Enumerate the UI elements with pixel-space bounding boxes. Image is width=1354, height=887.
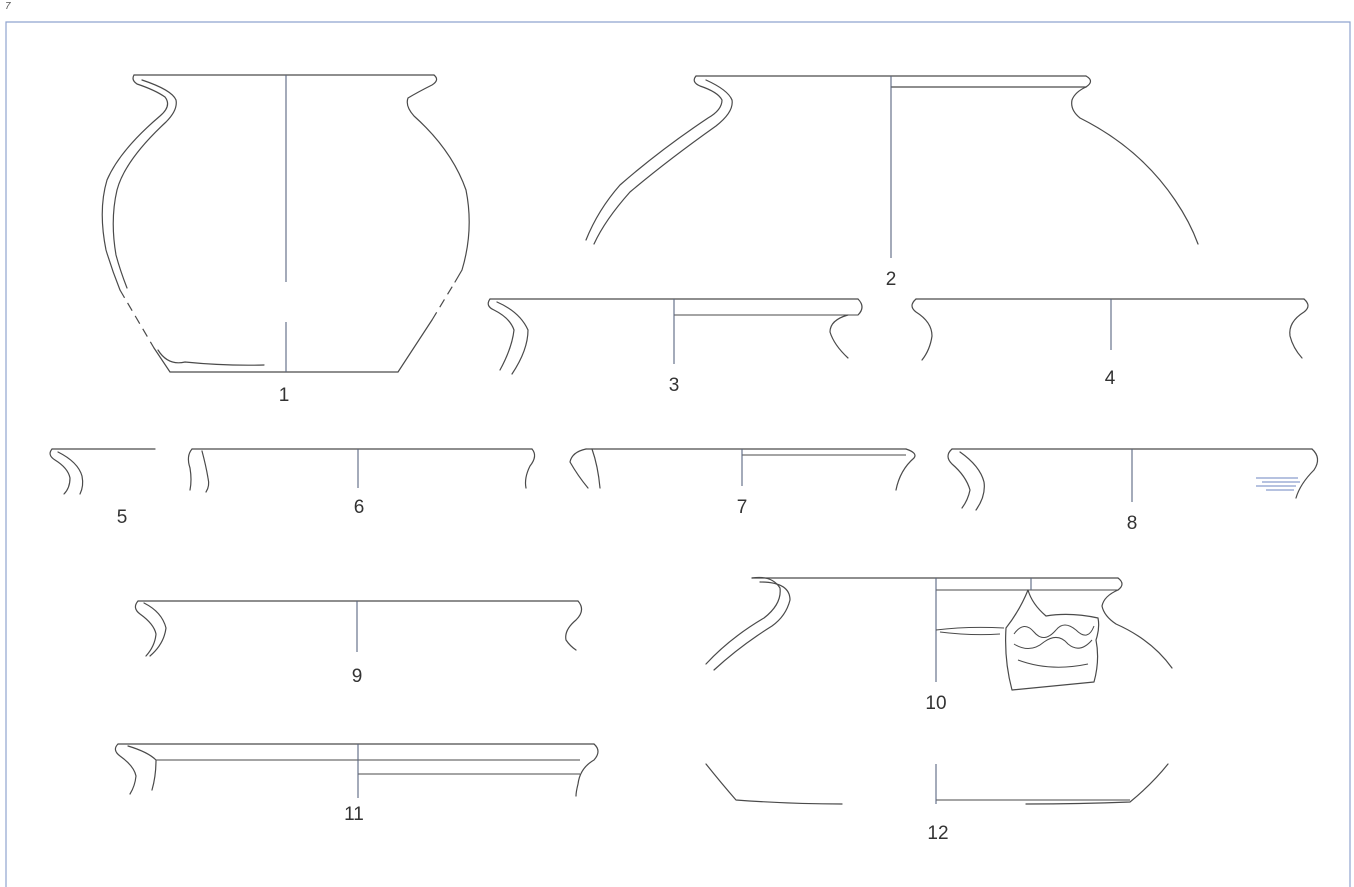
vessel-12-drawing — [705, 763, 1169, 805]
page-number: 7 — [5, 1, 11, 12]
vessel-5-drawing — [49, 448, 156, 495]
figure-label-11: 11 — [344, 804, 364, 825]
vessel-7-drawing — [569, 448, 916, 491]
vessel-1-drawing — [101, 74, 470, 373]
vessel-11-drawing — [114, 743, 599, 798]
figure-label-2: 2 — [886, 269, 897, 290]
figure-label-9: 9 — [352, 666, 363, 687]
figure-label-8: 8 — [1127, 513, 1138, 534]
handle-decoration — [1005, 589, 1100, 691]
vessel-3-drawing — [487, 298, 863, 375]
figure-label-12: 12 — [927, 823, 948, 844]
figure-label-4: 4 — [1105, 368, 1116, 389]
figure-label-5: 5 — [117, 507, 128, 528]
vessel-9-drawing — [134, 600, 583, 657]
figure-label-7: 7 — [737, 497, 748, 518]
vessel-10-drawing — [705, 576, 1173, 691]
figure-label-6: 6 — [354, 497, 365, 518]
vessel-8-drawing — [947, 448, 1319, 511]
plate-frame — [5, 21, 1351, 887]
vessel-2-drawing — [585, 75, 1199, 258]
vessel-4-drawing — [911, 298, 1309, 361]
figure-label-3: 3 — [669, 375, 680, 396]
figure-label-10: 10 — [925, 693, 946, 714]
rim-texture-marks — [1256, 477, 1300, 491]
figure-label-1: 1 — [279, 385, 290, 406]
vessel-6-drawing — [187, 448, 536, 493]
